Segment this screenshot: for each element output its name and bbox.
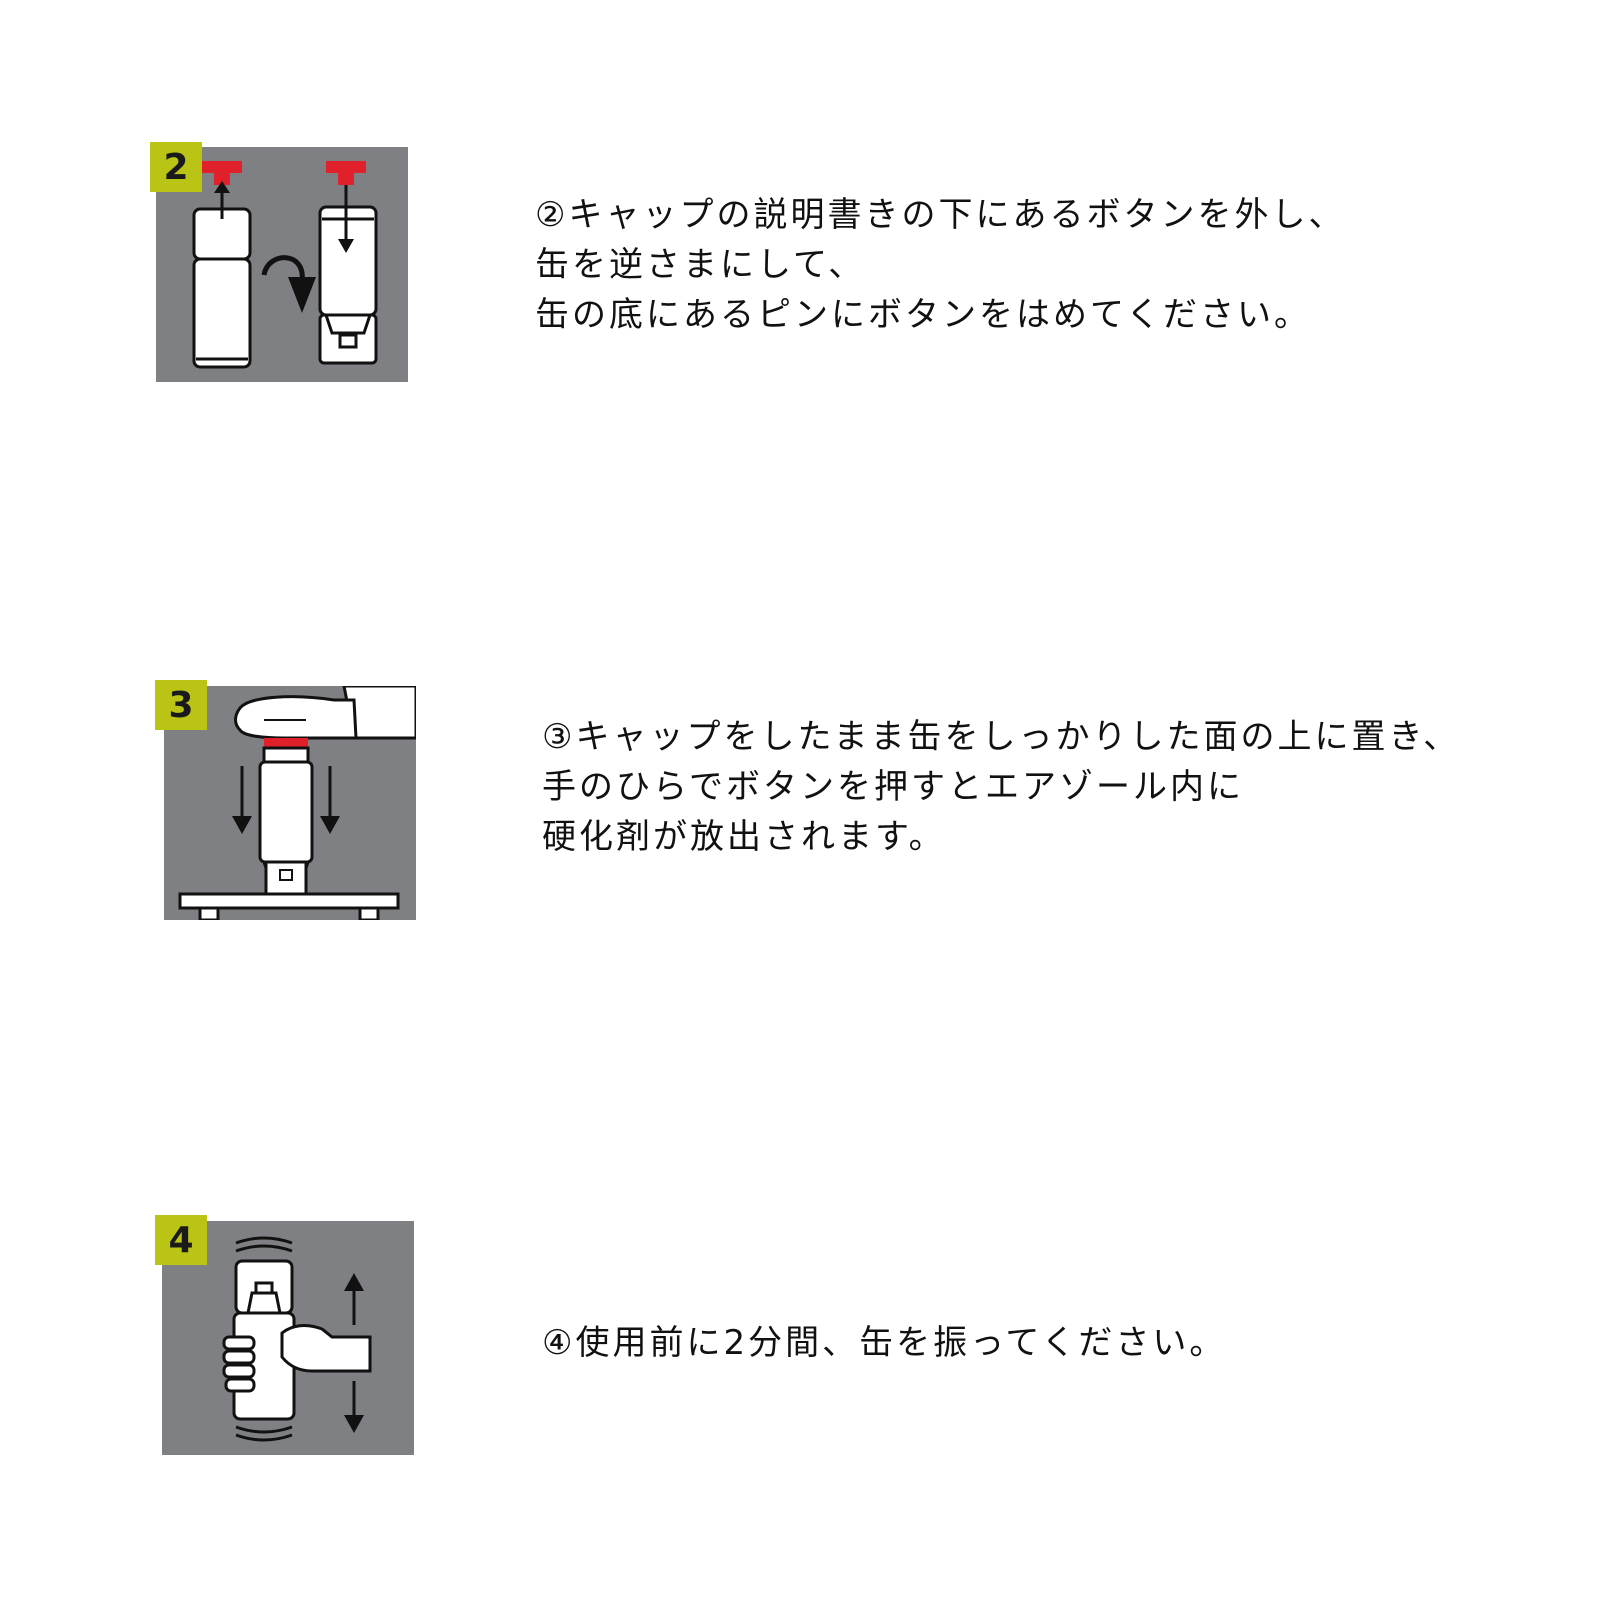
instruction-line: ③キャップをしたまま缶をしっかりした面の上に置き、 bbox=[542, 717, 1461, 757]
curved-arrow-icon bbox=[261, 255, 305, 282]
down-arrow-icon bbox=[232, 816, 252, 834]
instruction-line: ④使用前に2分間、缶を振ってください。 bbox=[542, 1323, 1227, 1363]
shake-can-illustration bbox=[222, 1236, 372, 1442]
cap-button-icon bbox=[202, 161, 242, 173]
up-arrow-icon bbox=[344, 1273, 364, 1291]
flip-can-illustration bbox=[192, 161, 378, 369]
press-button-illustration bbox=[178, 686, 416, 920]
step-3-instructions: ③キャップをしたまま缶をしっかりした面の上に置き、 手のひらでボタンを押すとエア… bbox=[542, 712, 1460, 862]
down-arrow-icon bbox=[344, 1415, 364, 1433]
down-arrow-icon bbox=[338, 239, 354, 253]
step-number-badge: 3 bbox=[155, 680, 207, 730]
instruction-line: 硬化剤が放出されます。 bbox=[542, 817, 946, 857]
instruction-line: 缶の底にあるピンにボタンをはめてください。 bbox=[535, 295, 1311, 335]
step-4-illustration bbox=[162, 1221, 414, 1455]
can-icon bbox=[258, 760, 314, 864]
up-arrow-icon bbox=[214, 181, 230, 193]
shake-lines-icon bbox=[235, 1236, 293, 1245]
hand-icon bbox=[234, 695, 358, 740]
step-4-instructions: ④使用前に2分間、缶を振ってください。 bbox=[542, 1318, 1226, 1368]
instruction-line: 缶を逆さまにして、 bbox=[535, 245, 866, 285]
inverted-can-icon bbox=[318, 205, 378, 365]
upright-can-icon bbox=[192, 207, 252, 369]
table-surface-icon bbox=[178, 892, 400, 910]
hand-icon bbox=[280, 1324, 372, 1373]
instruction-line: 手のひらでボタンを押すとエアゾール内に bbox=[542, 767, 1244, 807]
step-number-badge: 2 bbox=[150, 142, 202, 192]
instruction-line: ②キャップの説明書きの下にあるボタンを外し、 bbox=[535, 195, 1346, 235]
down-arrow-icon bbox=[320, 816, 340, 834]
step-2-instructions: ②キャップの説明書きの下にあるボタンを外し、 缶を逆さまにして、 缶の底にあるピ… bbox=[535, 190, 1345, 340]
step-2-illustration bbox=[156, 147, 408, 382]
step-number-badge: 4 bbox=[155, 1215, 207, 1265]
cap-button-icon bbox=[264, 738, 308, 748]
